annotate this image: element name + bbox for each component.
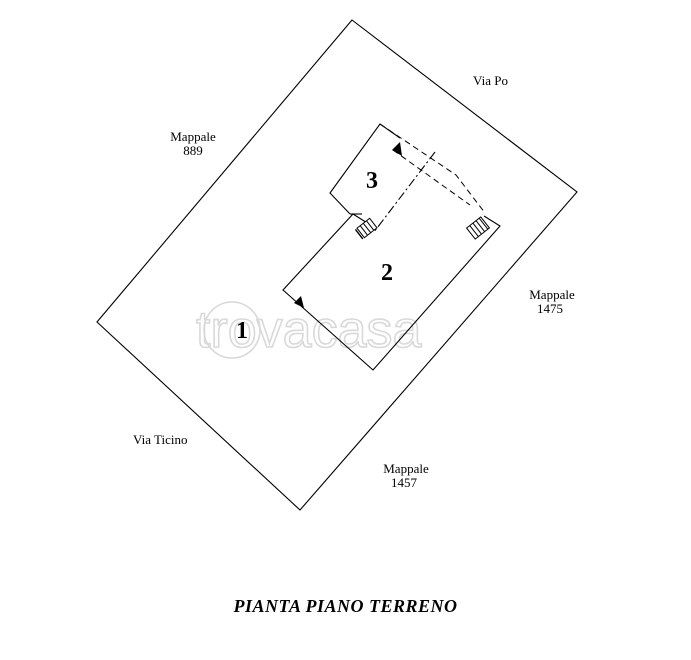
label-mappale-1457: Mappale	[383, 461, 429, 476]
label-mappale-1475: Mappale	[529, 287, 575, 302]
label-mappale-889: Mappale	[170, 129, 216, 144]
section-cut-line	[373, 151, 436, 233]
portico-dashed-line	[379, 123, 486, 214]
stairs-icon	[465, 216, 491, 240]
label-mappale-1457-number: 1457	[391, 475, 418, 490]
entrance-arrow-icon	[392, 142, 402, 156]
stairs-icon	[354, 217, 378, 240]
plan-title: PIANTA PIANO TERRENO	[233, 596, 458, 616]
room-2-outline	[282, 213, 501, 371]
room-number-2: 2	[381, 260, 393, 286]
label-via-ticino: Via Ticino	[133, 432, 187, 447]
room-3-outline	[329, 123, 401, 215]
watermark: trovacasa	[195, 300, 422, 360]
portico-dashed-line-2	[392, 149, 471, 206]
label-mappale-889-number: 889	[183, 143, 203, 158]
watermark-text: trovacasa	[196, 301, 422, 359]
label-mappale-1475-number: 1475	[537, 301, 563, 316]
label-via-po: Via Po	[473, 73, 508, 88]
room-number-1: 1	[236, 318, 248, 344]
entrance-arrow-icon	[294, 296, 304, 308]
room-number-3: 3	[366, 168, 378, 194]
lot-boundary	[96, 19, 578, 511]
